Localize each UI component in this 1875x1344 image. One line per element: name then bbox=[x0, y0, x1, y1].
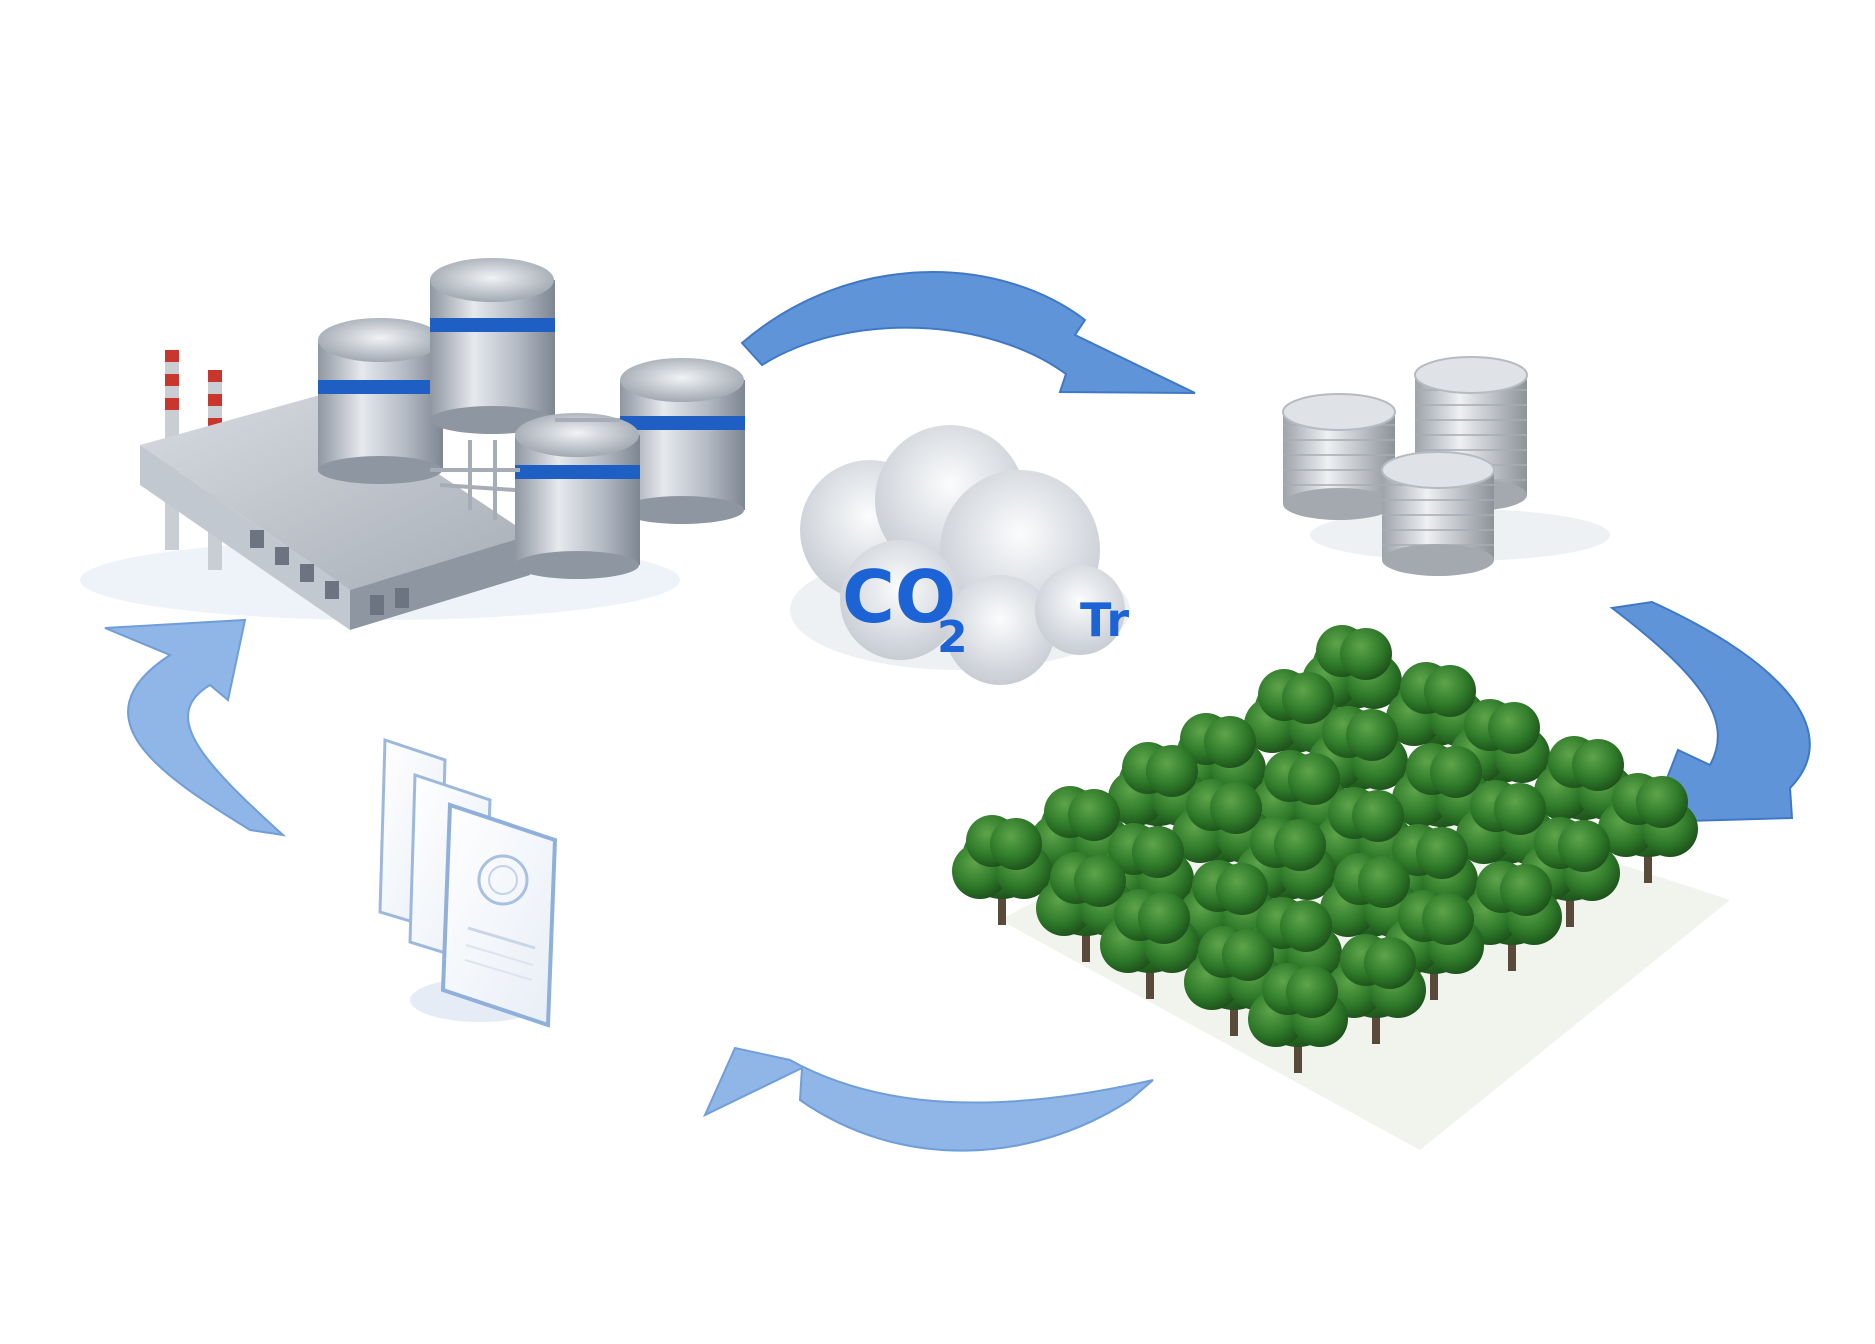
tree-icon bbox=[1456, 780, 1556, 890]
tree-icon bbox=[952, 815, 1052, 925]
co2-cloud-icon: CO 2 Tr bbox=[790, 425, 1130, 685]
coin-stacks-icon bbox=[1282, 356, 1610, 576]
tree-icon bbox=[1386, 662, 1486, 772]
arrow-coins-to-forest-icon bbox=[1609, 600, 1811, 824]
tree-icon bbox=[1184, 926, 1284, 1036]
tree-icon bbox=[1172, 779, 1272, 889]
tree-icon bbox=[1244, 669, 1344, 779]
arrow-factory-to-co2-icon bbox=[740, 271, 1196, 394]
co2-subscript: 2 bbox=[937, 612, 968, 663]
storage-tank-icon bbox=[515, 413, 640, 579]
tree-icon bbox=[1326, 934, 1426, 1044]
tree-icon bbox=[1462, 861, 1562, 971]
tree-icon bbox=[1248, 963, 1348, 1073]
tree-icon bbox=[1036, 852, 1136, 962]
storage-tank-icon bbox=[430, 258, 555, 434]
pipework-icon bbox=[430, 418, 620, 520]
storage-tank-icon bbox=[620, 358, 745, 524]
certificate-front-icon bbox=[440, 802, 558, 1028]
co2-label: CO bbox=[842, 555, 956, 639]
coin-stack-left-icon bbox=[1282, 393, 1396, 520]
factory-icon bbox=[80, 258, 745, 630]
arrow-forest-to-certificates-icon bbox=[702, 1046, 1154, 1152]
tree-icon bbox=[1392, 743, 1492, 853]
tree-icon bbox=[1598, 773, 1698, 883]
arrow-certificates-to-factory-icon bbox=[104, 618, 287, 837]
tree-icon bbox=[1450, 699, 1550, 809]
factory-building-icon bbox=[140, 395, 530, 630]
tree-icon bbox=[1100, 889, 1200, 999]
storage-tank-icon bbox=[318, 318, 443, 484]
coin-stack-front-icon bbox=[1381, 451, 1495, 576]
co2-secondary-label: Tr bbox=[1080, 593, 1129, 647]
certificate-icon bbox=[378, 737, 558, 1028]
forest-icon bbox=[952, 625, 1730, 1150]
